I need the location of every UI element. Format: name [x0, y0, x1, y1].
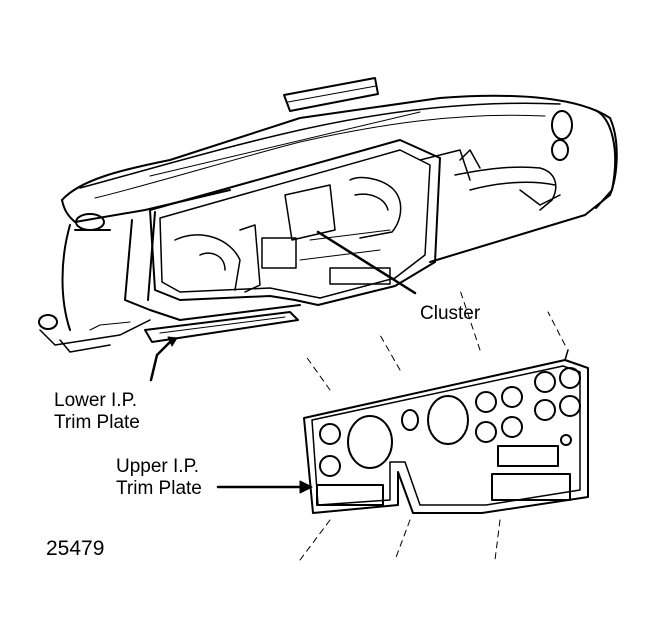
figure-number: 25479 [46, 538, 104, 560]
cluster-label: Cluster [420, 303, 480, 325]
cluster-leader [316, 230, 417, 295]
lower-trim-leader [149, 338, 174, 382]
right-side-wiring [454, 149, 561, 211]
cluster-opening [149, 139, 471, 306]
lower-trim-label-line1: Lower I.P. [54, 390, 138, 411]
right-vent-upper [551, 110, 573, 140]
tachometer-opening [427, 395, 469, 445]
upper-trim-label-line1: Upper I.P. [116, 456, 200, 477]
lower-trim-label-line2: Trim Plate [54, 412, 140, 433]
lower-trim-plate-part [144, 311, 299, 343]
lower-ip-trim-plate-label: Lower I.P. Trim Plate [54, 390, 140, 434]
dash-lower-body [38, 211, 301, 353]
defroster-vent [283, 77, 379, 112]
cluster-label-text: Cluster [420, 303, 481, 324]
right-vent-lower [551, 139, 569, 161]
upper-trim-plate-part [299, 289, 589, 561]
leader-lines [149, 230, 417, 494]
upper-trim-label-line2: Trim Plate [116, 478, 202, 499]
upper-ip-trim-plate-label: Upper I.P. Trim Plate [116, 456, 202, 500]
dash-pad [61, 77, 618, 331]
left-bracket-bolt [38, 314, 58, 330]
speedometer-opening [347, 415, 393, 469]
figure-number-text: 25479 [46, 537, 105, 560]
